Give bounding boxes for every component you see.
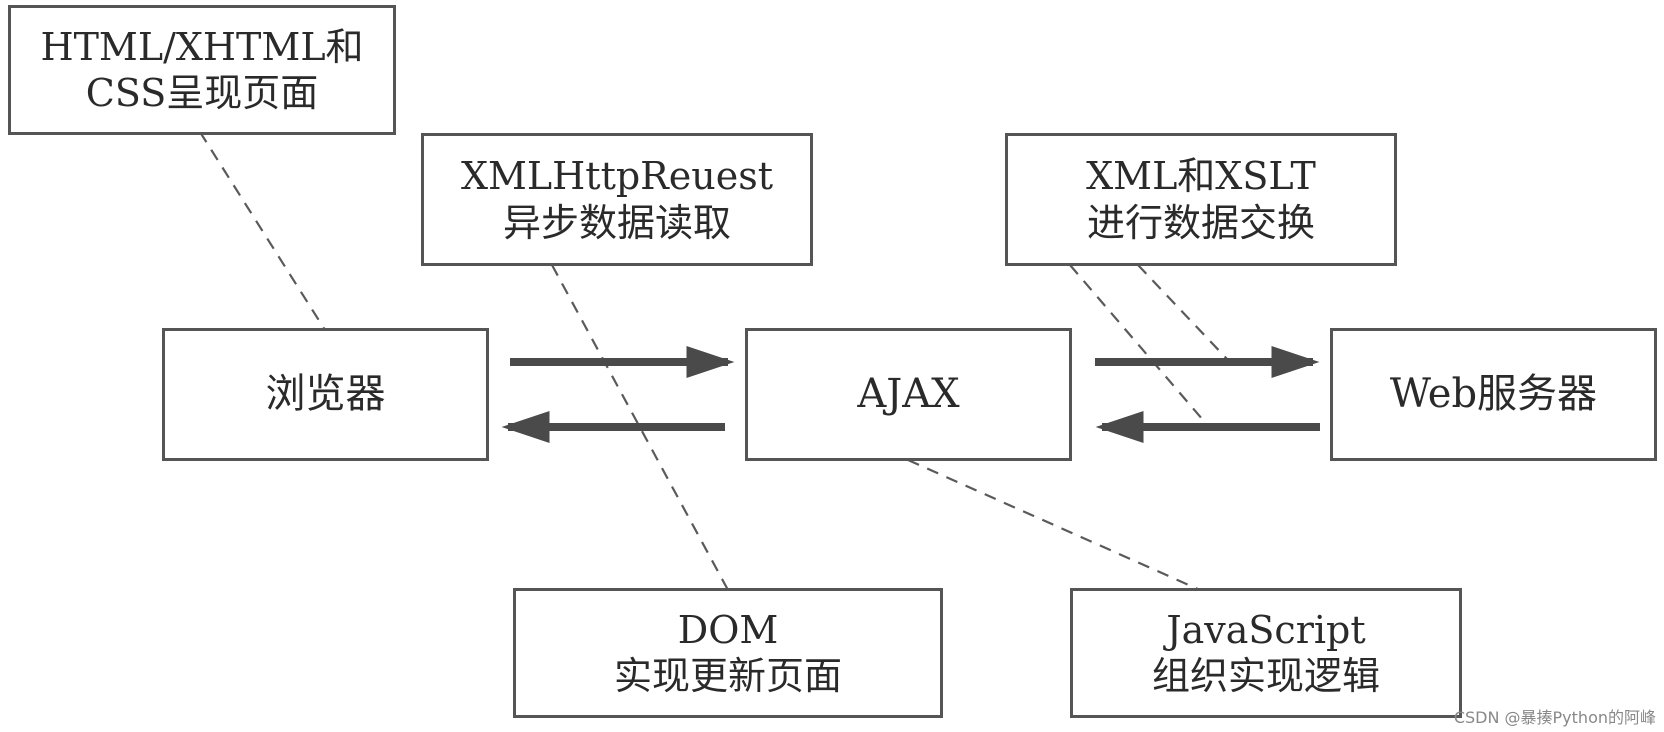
node-html-css-line1: HTML/XHTML和 bbox=[40, 24, 364, 69]
node-browser-label: 浏览器 bbox=[265, 371, 386, 418]
node-web-server-label: Web服务器 bbox=[1389, 371, 1598, 418]
node-dom-line1: DOM bbox=[677, 607, 779, 652]
node-ajax-label: AJAX bbox=[857, 371, 960, 418]
node-javascript-line1: JavaScript bbox=[1166, 607, 1366, 652]
watermark: CSDN @暴揍Python的阿峰 bbox=[1453, 708, 1656, 727]
node-xml-xslt-line1: XML和XSLT bbox=[1086, 154, 1316, 199]
node-xmlhttprequest-line2: 异步数据读取 bbox=[502, 200, 731, 245]
node-xml-xslt: XML和XSLT 进行数据交换 bbox=[1005, 133, 1397, 266]
connector-xml-xslt-to-server-1 bbox=[1069, 264, 1204, 421]
node-xmlhttprequest-line1: XMLHttpReuest bbox=[460, 154, 774, 199]
node-html-css-line2: CSS呈现页面 bbox=[85, 71, 319, 115]
node-html-css: HTML/XHTML和 CSS呈现页面 bbox=[8, 5, 396, 135]
node-xml-xslt-line2: 进行数据交换 bbox=[1086, 200, 1315, 245]
node-web-server: Web服务器 bbox=[1330, 328, 1657, 461]
connector-xml-xslt-to-server-2 bbox=[1137, 264, 1229, 361]
node-dom: DOM 实现更新页面 bbox=[513, 588, 943, 718]
node-ajax: AJAX bbox=[745, 328, 1072, 461]
node-xmlhttprequest: XMLHttpReuest 异步数据读取 bbox=[421, 133, 813, 266]
node-javascript: JavaScript 组织实现逻辑 bbox=[1070, 588, 1462, 718]
connector-ajax-to-javascript bbox=[907, 458, 1201, 592]
node-browser: 浏览器 bbox=[162, 328, 489, 461]
node-dom-line2: 实现更新页面 bbox=[613, 654, 842, 698]
connector-html-css-to-browser bbox=[199, 131, 326, 331]
node-javascript-line2: 组织实现逻辑 bbox=[1151, 654, 1380, 698]
